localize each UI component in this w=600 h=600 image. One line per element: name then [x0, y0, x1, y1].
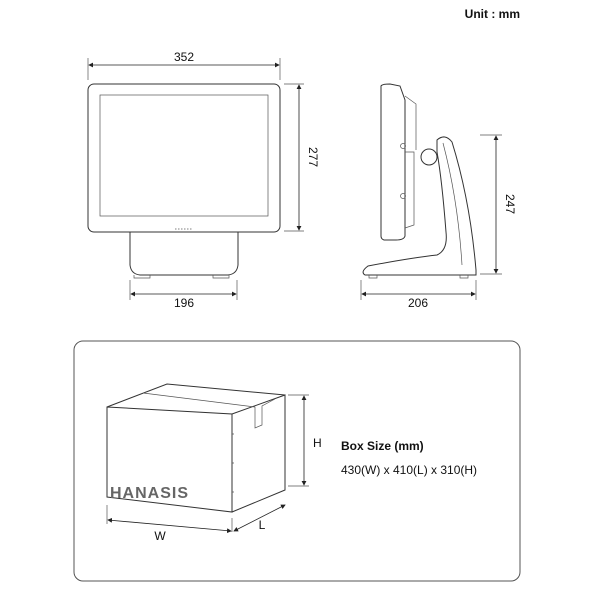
stand-feet — [133, 275, 230, 279]
box-length-dimension — [233, 504, 286, 532]
side-height-value: 247 — [503, 194, 517, 214]
monitor-bezel — [87, 83, 281, 233]
side-panel — [380, 83, 406, 241]
box-side-face — [231, 394, 286, 513]
box-edge-marks — [232, 433, 234, 493]
box-size-title: Box Size (mm) — [341, 439, 424, 453]
box-top-face — [106, 383, 286, 408]
monitor-screen — [99, 94, 269, 217]
box-l-label: L — [259, 518, 266, 532]
monitor-stand — [129, 232, 239, 276]
front-view: 352 277 196 — [87, 50, 320, 310]
box-h-label: H — [313, 436, 322, 450]
port-circle — [400, 193, 406, 199]
hinge-knob — [420, 148, 438, 166]
box-width-dimension — [107, 517, 232, 534]
box-panel-border — [73, 340, 521, 582]
box-w-label: W — [154, 529, 166, 543]
height-value: 277 — [306, 147, 320, 167]
box-tape — [142, 392, 276, 429]
depth-value: 206 — [408, 296, 428, 310]
box-brand-logo: HANASIS — [110, 485, 189, 502]
unit-label: Unit : mm — [465, 7, 520, 21]
box-illustration: HANASIS H W L — [106, 383, 322, 543]
box-size-value: 430(W) x 410(L) x 310(H) — [341, 463, 477, 477]
side-stand — [362, 136, 477, 276]
panel-back-housing — [404, 95, 417, 229]
stand-inner-edge — [442, 142, 463, 266]
stand-width-value: 196 — [174, 296, 194, 310]
side-view: 247 206 — [360, 83, 517, 310]
side-stand-feet — [368, 275, 469, 279]
port-circle — [400, 143, 406, 149]
width-value: 352 — [174, 50, 194, 64]
box-size-panel: HANASIS H W L Box Size (mm) 430(W) x 410… — [73, 340, 521, 582]
